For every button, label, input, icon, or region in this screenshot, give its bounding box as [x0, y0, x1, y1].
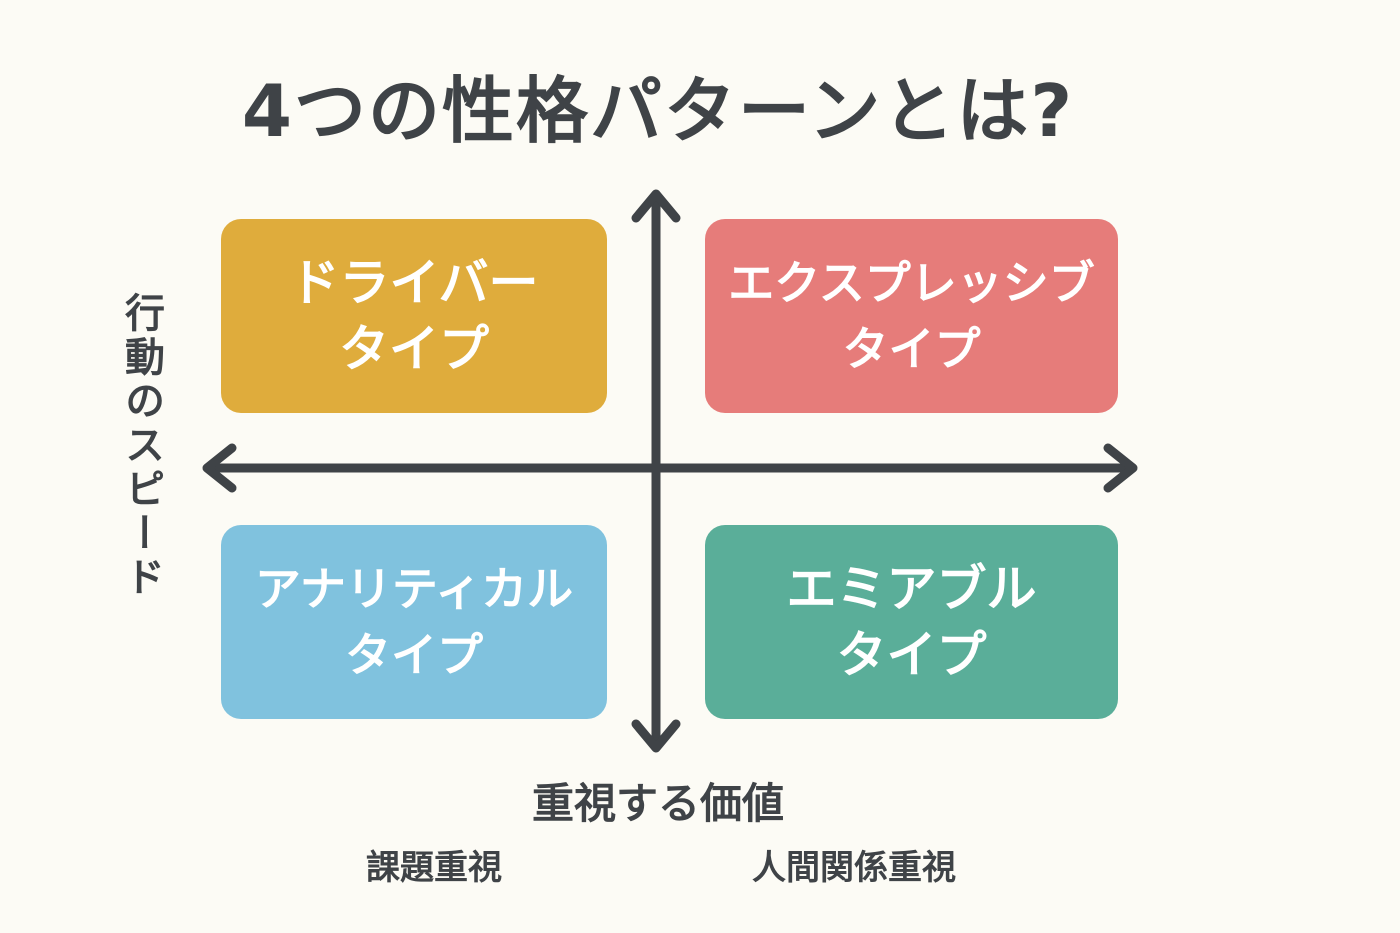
quadrant-analytical-line2: タイプ — [345, 628, 483, 682]
horizontal-axis-label: 重視する価値 — [531, 779, 784, 828]
horizontal-axis-right-pole: 人間関係重視 — [752, 848, 956, 888]
quadrant-driver: ドライバー タイプ — [221, 219, 607, 413]
horizontal-axis-arrow-right — [1103, 443, 1138, 493]
quadrant-driver-line2: タイプ — [339, 320, 489, 378]
horizontal-axis-arrow-left — [202, 443, 237, 493]
quadrant-analytical-line1: アナリティカル — [254, 562, 574, 616]
vertical-axis-arrow-down — [631, 719, 681, 753]
horizontal-axis-left-pole: 課題重視 — [366, 848, 502, 888]
vertical-axis-arrow-up — [631, 189, 681, 223]
quadrant-expressive-line1: エクスプレッシブ — [728, 256, 1095, 310]
quadrant-expressive: エクスプレッシブ タイプ — [705, 219, 1118, 413]
quadrant-amiable-line2: タイプ — [836, 626, 987, 684]
quadrant-analytical: アナリティカル タイプ — [221, 525, 607, 719]
quadrant-driver-line1: ドライバー — [289, 254, 539, 312]
quadrant-amiable-line1: エミアブル — [786, 560, 1037, 618]
vertical-axis-label: 行動のスピード — [118, 292, 164, 600]
page-title: 4つの性格パターンとは? — [241, 69, 1075, 153]
quadrant-amiable: エミアブル タイプ — [705, 525, 1118, 719]
quadrant-expressive-line2: タイプ — [842, 322, 981, 376]
